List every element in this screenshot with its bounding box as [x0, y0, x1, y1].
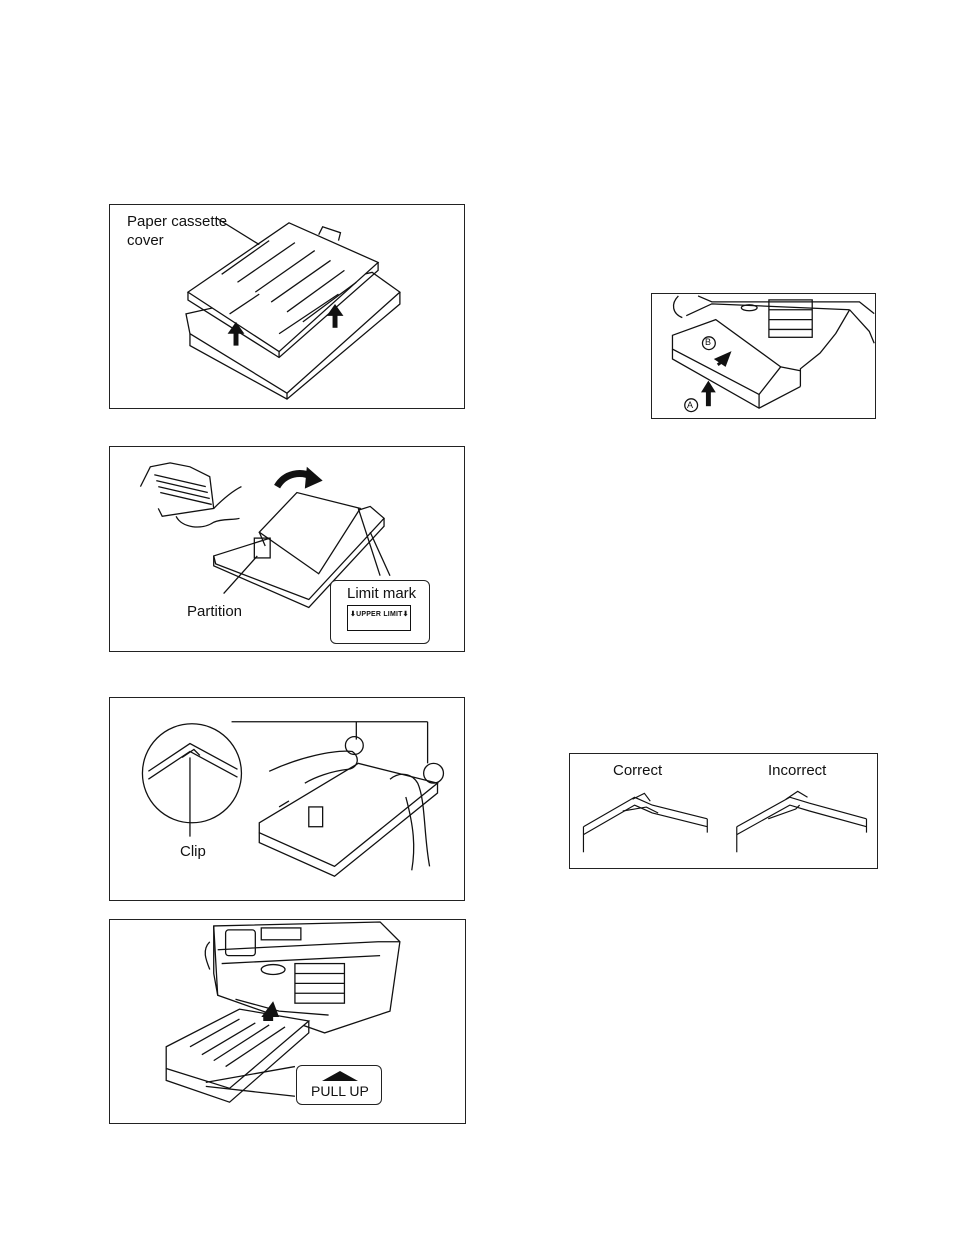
- insert-cassette-illustration: [110, 920, 465, 1123]
- figure-cassette-detail: B A: [651, 293, 876, 419]
- marker-b-label: B: [705, 337, 711, 348]
- figure-correct-incorrect: Correct Incorrect: [569, 753, 878, 869]
- pull-up-label: PULL UP: [311, 1083, 369, 1100]
- limit-mark-inset: Limit mark ⬇UPPER LIMIT⬇: [330, 580, 430, 644]
- limit-mark-label: Limit mark: [347, 585, 416, 602]
- figure-clip: Clip: [109, 697, 465, 901]
- upper-limit-text: ⬇UPPER LIMIT⬇: [350, 610, 409, 619]
- incorrect-label: Incorrect: [768, 762, 826, 779]
- pull-up-tag: PULL UP: [296, 1065, 382, 1105]
- marker-a-label: A: [687, 400, 693, 411]
- figure-paper-cassette-cover: Paper cassette cover: [109, 204, 465, 409]
- figure-load-paper: Partition Limit mark ⬇UPPER LIMIT⬇: [109, 446, 465, 652]
- partition-label: Partition: [187, 603, 242, 620]
- figure-insert-cassette: PULL UP: [109, 919, 466, 1124]
- clip-label: Clip: [180, 843, 206, 860]
- cassette-cover-label-line2: cover: [127, 232, 164, 249]
- correct-label: Correct: [613, 762, 662, 779]
- cassette-detail-illustration: [652, 294, 875, 418]
- cassette-cover-label-line1: Paper cassette: [127, 213, 227, 230]
- clip-illustration: [110, 698, 464, 900]
- upper-limit-tag: ⬇UPPER LIMIT⬇: [347, 605, 411, 631]
